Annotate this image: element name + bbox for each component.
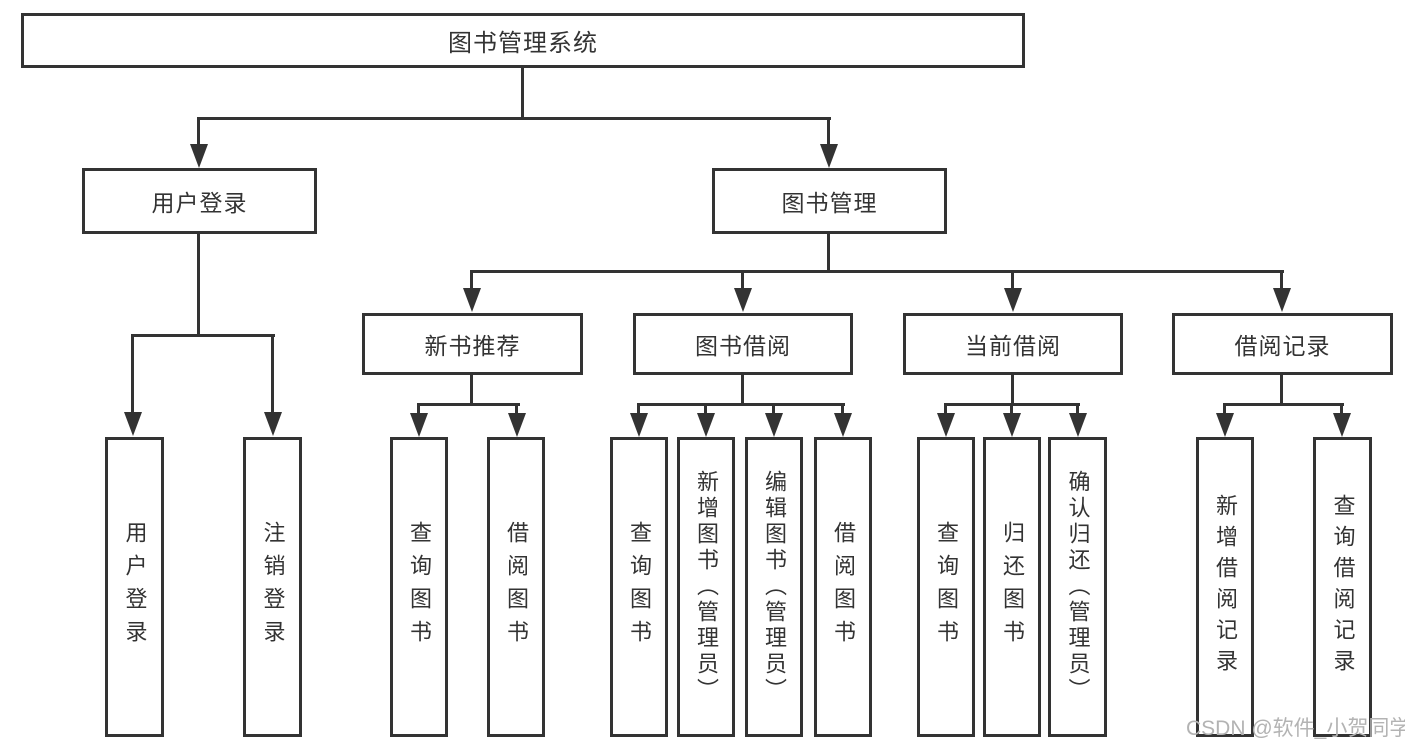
node-book-mgmt-group-label: 图书管理 [781,190,878,216]
edge-drop-borrow-records [1280,270,1283,290]
arrowhead-br-query [1333,413,1351,437]
arrowhead-nbr-query [410,413,428,437]
edge-drop-current-borrow [1011,270,1014,290]
arrowhead-login [124,412,142,436]
edge-drop-nbr-query [417,403,420,417]
node-book-borrow-label: 图书借阅 [695,333,791,359]
node-book-mgmt-group: 图书管理 [712,168,947,234]
node-leaf-bb-query-books: 查询图书 [610,437,668,737]
leaf-label: 查询借阅记录 [1330,494,1356,680]
node-leaf-cb-return-books: 归还图书 [983,437,1041,737]
edge-drop-bb-edit [772,403,775,417]
arrowhead-current-borrow [1004,288,1022,312]
node-root: 图书管理系统 [21,13,1025,68]
node-new-book-rec-label: 新书推荐 [424,333,521,359]
leaf-label: 注销登录 [260,521,286,653]
edge-bookmgmt-stem [827,234,830,273]
arrowhead-user-login [190,144,208,168]
leaf-label: 查询图书 [407,521,432,653]
node-leaf-cb-confirm-return: 确认归还（管理员） [1048,437,1107,737]
node-borrow-records: 借阅记录 [1172,313,1393,375]
arrowhead-cb-confirm [1069,413,1087,437]
edge-cb-stem [1011,375,1014,406]
arrowhead-book-mgmt [820,144,838,168]
arrowhead-bb-add [697,413,715,437]
edge-drop-nbr-borrow [515,403,518,417]
node-leaf-nbr-query-books: 查询图书 [390,437,448,737]
arrowhead-logout [264,412,282,436]
edge-drop-book-mgmt [827,117,830,148]
edge-bb-rail [637,403,845,406]
leaf-label: 新增图书（管理员） [694,470,719,704]
arrowhead-bb-edit [765,413,783,437]
leaf-label: 查询图书 [934,521,959,653]
node-root-label: 图书管理系统 [448,30,598,57]
leaf-label: 借阅图书 [504,521,529,653]
edge-userlogin-stem [197,234,200,337]
leaf-label: 确认归还（管理员） [1065,470,1091,704]
edge-drop-user-login [197,117,200,148]
arrowhead-borrow-records [1273,288,1291,312]
arrowhead-bb-query [630,413,648,437]
arrowhead-book-borrow [734,288,752,312]
node-leaf-br-add-record: 新增借阅记录 [1196,437,1254,737]
node-current-borrow-label: 当前借阅 [965,333,1061,359]
node-current-borrow: 当前借阅 [903,313,1123,375]
edge-drop-bb-add [704,403,707,417]
node-leaf-bb-borrow-books: 借阅图书 [814,437,872,737]
edge-nbr-stem [470,375,473,406]
edge-root-rail [197,117,831,120]
leaf-label: 新增借阅记录 [1213,494,1238,680]
edge-bb-stem [741,375,744,406]
node-leaf-nbr-borrow-books: 借阅图书 [487,437,545,737]
edge-drop-bb-borrow [841,403,844,417]
edge-drop-cb-query [944,403,947,417]
leaf-label: 用户登录 [122,521,148,653]
arrowhead-cb-return [1003,413,1021,437]
arrowhead-br-add [1216,413,1234,437]
edge-drop-cb-confirm [1076,403,1079,417]
arrowhead-nbr-borrow [508,413,526,437]
node-leaf-bb-add-books: 新增图书（管理员） [677,437,735,737]
node-leaf-logout: 注销登录 [243,437,302,737]
node-leaf-bb-edit-books: 编辑图书（管理员） [745,437,803,737]
edge-br-rail [1223,403,1344,406]
node-leaf-user-login: 用户登录 [105,437,164,737]
node-leaf-cb-query-books: 查询图书 [917,437,975,737]
edge-drop-br-add [1223,403,1226,417]
node-new-book-rec: 新书推荐 [362,313,583,375]
edge-drop-br-query [1340,403,1343,417]
node-user-login-group-label: 用户登录 [151,190,248,216]
leaf-label: 编辑图书（管理员） [762,470,787,704]
edge-root-stem [521,68,524,119]
edge-drop-login [131,334,134,415]
node-borrow-records-label: 借阅记录 [1234,333,1331,359]
edge-drop-new-book-rec [470,270,473,290]
node-user-login-group: 用户登录 [82,168,317,234]
edge-drop-book-borrow [741,270,744,290]
leaf-label: 借阅图书 [831,521,856,653]
arrowhead-cb-query [937,413,955,437]
edge-bookmgmt-rail [470,270,1284,273]
node-book-borrow: 图书借阅 [633,313,853,375]
edge-userlogin-rail [131,334,275,337]
edge-drop-bb-query [637,403,640,417]
leaf-label: 查询图书 [627,521,652,653]
arrowhead-new-book-rec [463,288,481,312]
edge-nbr-rail [417,403,520,406]
csdn-watermark: CSDN @软件_小贺同学 [1186,717,1405,740]
leaf-label: 归还图书 [1000,521,1025,653]
edge-drop-logout [271,334,274,415]
edge-br-stem [1280,375,1283,406]
edge-drop-cb-return [1010,403,1013,417]
node-leaf-br-query-record: 查询借阅记录 [1313,437,1372,737]
arrowhead-bb-borrow [834,413,852,437]
